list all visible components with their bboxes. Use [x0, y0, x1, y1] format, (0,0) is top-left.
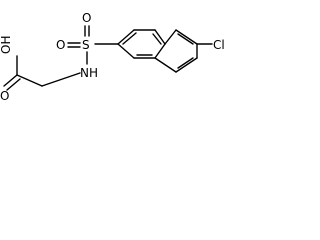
- ring-bond-8: [175, 29, 198, 45]
- atom-nh: NH: [80, 66, 98, 80]
- atom-cl: Cl: [213, 38, 225, 52]
- ring-double-4: [177, 33, 194, 45]
- ring-bond-3: [154, 29, 166, 45]
- ring-bond-10: [175, 57, 198, 73]
- bond-c-ch2: [16, 74, 43, 87]
- atom-s: S: [82, 38, 90, 52]
- bond-c-o-double-2: [6, 78, 21, 91]
- atom-o-sulfonyl-top: O: [82, 11, 91, 25]
- bond-c-o-double: [3, 74, 18, 87]
- ring-bond-6: [117, 43, 135, 59]
- atom-o-carbonyl: O: [0, 89, 9, 103]
- ring-bond-4: [154, 43, 166, 59]
- ring-bond-11: [154, 57, 177, 73]
- atom-labels: OH O S O O NH Cl: [0, 11, 225, 103]
- bond-ch2-nh: [41, 72, 81, 87]
- ring-double-5: [177, 57, 194, 69]
- ring-double-2: [152, 33, 162, 45]
- atom-o-sulfonyl-left: O: [56, 38, 65, 52]
- ring-bond-7: [164, 29, 177, 45]
- ring-bond-1: [117, 29, 135, 45]
- atom-oh: OH: [0, 36, 13, 54]
- bonds: [3, 25, 213, 91]
- chemical-structure: OH O S O O NH Cl: [0, 11, 225, 103]
- ring-double-1: [122, 32, 137, 45]
